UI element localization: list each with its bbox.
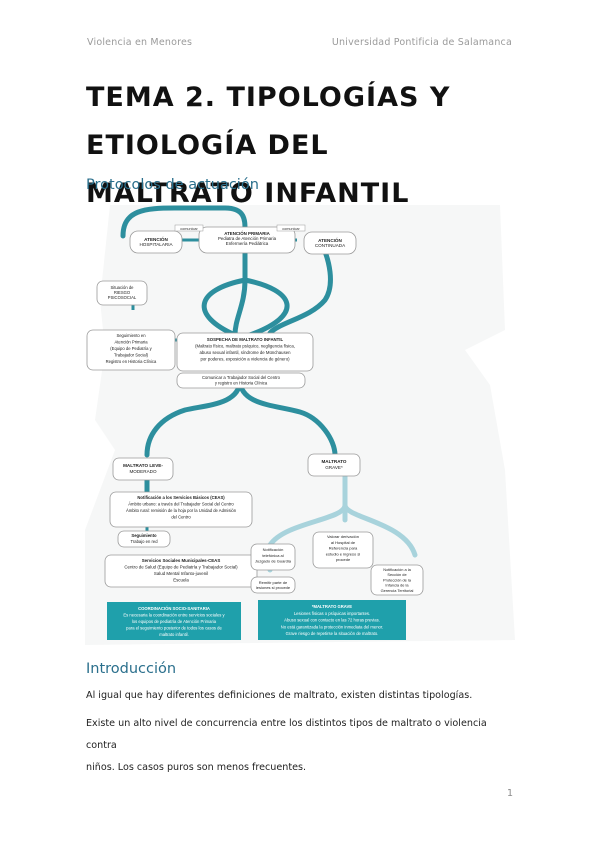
header-university: Universidad Pontificia de Salamanca: [331, 37, 512, 48]
box-atencion-primaria-line-1: ATENCIÓN PRIMARIA: [224, 231, 270, 236]
box-servicios-line-1: Servicios Sociales Municipales-CEAS: [142, 558, 221, 563]
box-riesgo-psicosocial-line-1: Situación de: [110, 285, 134, 290]
paragraph-2-line-2: niños. Los casos puros son menos frecuen…: [86, 762, 307, 773]
box-coordinacion-line-2: Es necesaria la coordinación entre servi…: [123, 613, 225, 618]
title-line-2: MALTRATO INFANTIL: [86, 178, 410, 209]
box-sospecha-line-2: (Maltrato físico, maltrato psíquico, neg…: [195, 344, 295, 349]
box-notif-seccion-line-4: Infancia de la: [385, 583, 409, 588]
box-notificacion-basicos-line-2: Ámbito urbano: a través del Trabajador S…: [128, 502, 234, 507]
box-notif-seccion-line-5: Gerencia Territorial: [381, 588, 414, 593]
box-notif-juzgado-line-3: Juzgado de Guardia: [255, 559, 292, 564]
box-notif-seccion-line-1: Notificación a la: [383, 567, 411, 572]
box-sospecha-line-3: abuso sexual infantil, síndrome de Münch…: [199, 350, 291, 355]
paragraph-1: Al igual que hay diferentes definiciones…: [86, 690, 473, 701]
box-notif-seccion-line-2: Sección de: [387, 572, 406, 577]
page-number: 1: [506, 788, 513, 799]
box-seguimiento-ap-line-3: (Equipo de Pediatría y: [110, 346, 152, 351]
box-valorar-line-2: al Hospital de: [331, 540, 356, 545]
box-grave-def-line-3: Abuso sexual con contacto en las 72 hora…: [284, 618, 380, 623]
box-atencion-hospitalaria-line-1: ATENCIÓN: [144, 235, 168, 242]
box-atencion-continuada-line-1: ATENCIÓN: [318, 236, 342, 243]
box-notif-juzgado-line-2: telefónica al: [262, 553, 283, 558]
box-riesgo-psicosocial-line-2: RIESGO: [114, 290, 131, 295]
box-seguimiento-ap-line-5: Registro en Historia Clínica: [106, 359, 157, 364]
box-maltrato-leve-line-1: MALTRATO LEVE-: [123, 463, 163, 468]
box-atencion-continuada-line-2: CONTINUADA: [315, 243, 346, 248]
box-servicios-line-4: Escuela: [173, 578, 189, 583]
box-notif-juzgado-line-1: Notificación: [263, 547, 284, 552]
box-remitir-line-2: lesiones si procede: [256, 585, 291, 590]
box-grave-def-line-1: *MALTRATO GRAVE: [312, 604, 352, 609]
box-comunicar-ts-line-1: Comunicar a Trabajador Social del Centro: [202, 375, 281, 380]
box-coordinacion-line-4: para el seguimiento posterior de todos l…: [126, 626, 222, 631]
box-sospecha-line-1: SOSPECHA DE MALTRATO INFANTIL: [207, 337, 284, 342]
box-grave-def-line-2: Lesiones físicas o psíquicas importantes…: [294, 611, 370, 616]
box-coordinacion-line-5: maltrato infantil.: [159, 632, 189, 637]
box-comunicar-ts-line-2: y registro en Historia Clínica: [215, 381, 268, 386]
label-comunicar-right-line-1: comunicar: [282, 227, 300, 231]
box-notificacion-basicos-line-1: Notificación a los Servicios Básicos (CE…: [137, 495, 225, 500]
section-heading-introduccion: Introducción: [86, 661, 177, 677]
box-atencion-hospitalaria-line-2: HOSPITALARIA: [139, 242, 173, 247]
box-atencion-primaria-line-2: Pediatra de Atención Primaria: [218, 236, 277, 241]
box-servicios-line-3: Salud Mental Infanto-juvenil: [154, 571, 208, 576]
paragraph-2: Existe un alto nivel de concurrencia ent…: [86, 713, 516, 779]
box-sospecha-line-4: por poderes, exposición a violencia de g…: [200, 357, 290, 362]
paragraph-2-line-1: Existe un alto nivel de concurrencia ent…: [86, 718, 487, 751]
box-riesgo-psicosocial-line-3: PSICOSOCIAL: [108, 295, 137, 300]
box-seguimiento-ap-line-4: Trabajador Social): [114, 353, 149, 358]
box-valorar-line-3: Referencia para: [329, 546, 358, 551]
box-valorar-line-4: estudio e ingreso si: [326, 551, 361, 556]
box-grave-def-line-4: No está garantizada la protección inmedi…: [281, 624, 383, 629]
box-valorar-line-5: procede: [336, 557, 351, 562]
box-atencion-primaria-line-3: Enfermería Pediátrica: [226, 241, 269, 246]
box-maltrato-leve-line-2: MODERADO: [129, 469, 156, 474]
box-valorar-line-1: Valorar derivación: [327, 534, 359, 539]
title-line-1: TEMA 2. TIPOLOGÍAS Y ETIOLOGÍA DEL: [86, 82, 451, 161]
box-seguimiento-line-2: Trabajo en red: [130, 539, 158, 544]
box-notificacion-basicos-line-4: del Centro: [171, 515, 191, 520]
box-servicios-line-2: Centro de Salud (Equipo de Pediatría y T…: [124, 565, 238, 570]
page-title: TEMA 2. TIPOLOGÍAS Y ETIOLOGÍA DEL MALTR…: [86, 74, 526, 218]
box-maltrato-grave-line-1: MALTRATO: [321, 459, 346, 464]
section-heading-protocolos: Protocolos de actuación: [86, 177, 259, 193]
box-coordinacion-line-1: COORDINACIÓN SOCIO-SANITARIA: [138, 606, 210, 611]
box-notif-seccion-line-3: Protección de la: [383, 577, 412, 582]
box-notificacion-basicos-line-3: Ámbito rural: remisión de la hoja por la…: [126, 508, 237, 513]
box-coordinacion-line-3: los equipos de pediatría de Atención Pri…: [132, 619, 217, 624]
header-course: Violencia en Menores: [87, 37, 193, 48]
box-seguimiento-line-1: Seguimiento: [131, 533, 157, 538]
box-seguimiento-ap-line-2: Atención Primaria: [114, 340, 148, 345]
box-seguimiento-ap-line-1: Seguimiento en: [116, 333, 146, 338]
box-grave-def-line-5: Grave riesgo de repetirse la situación d…: [286, 631, 379, 636]
box-remitir-line-1: Remitir parte de: [259, 580, 288, 585]
label-comunicar-left-line-1: comunicar: [180, 227, 198, 231]
box-maltrato-grave-line-2: GRAVE*: [325, 465, 343, 470]
